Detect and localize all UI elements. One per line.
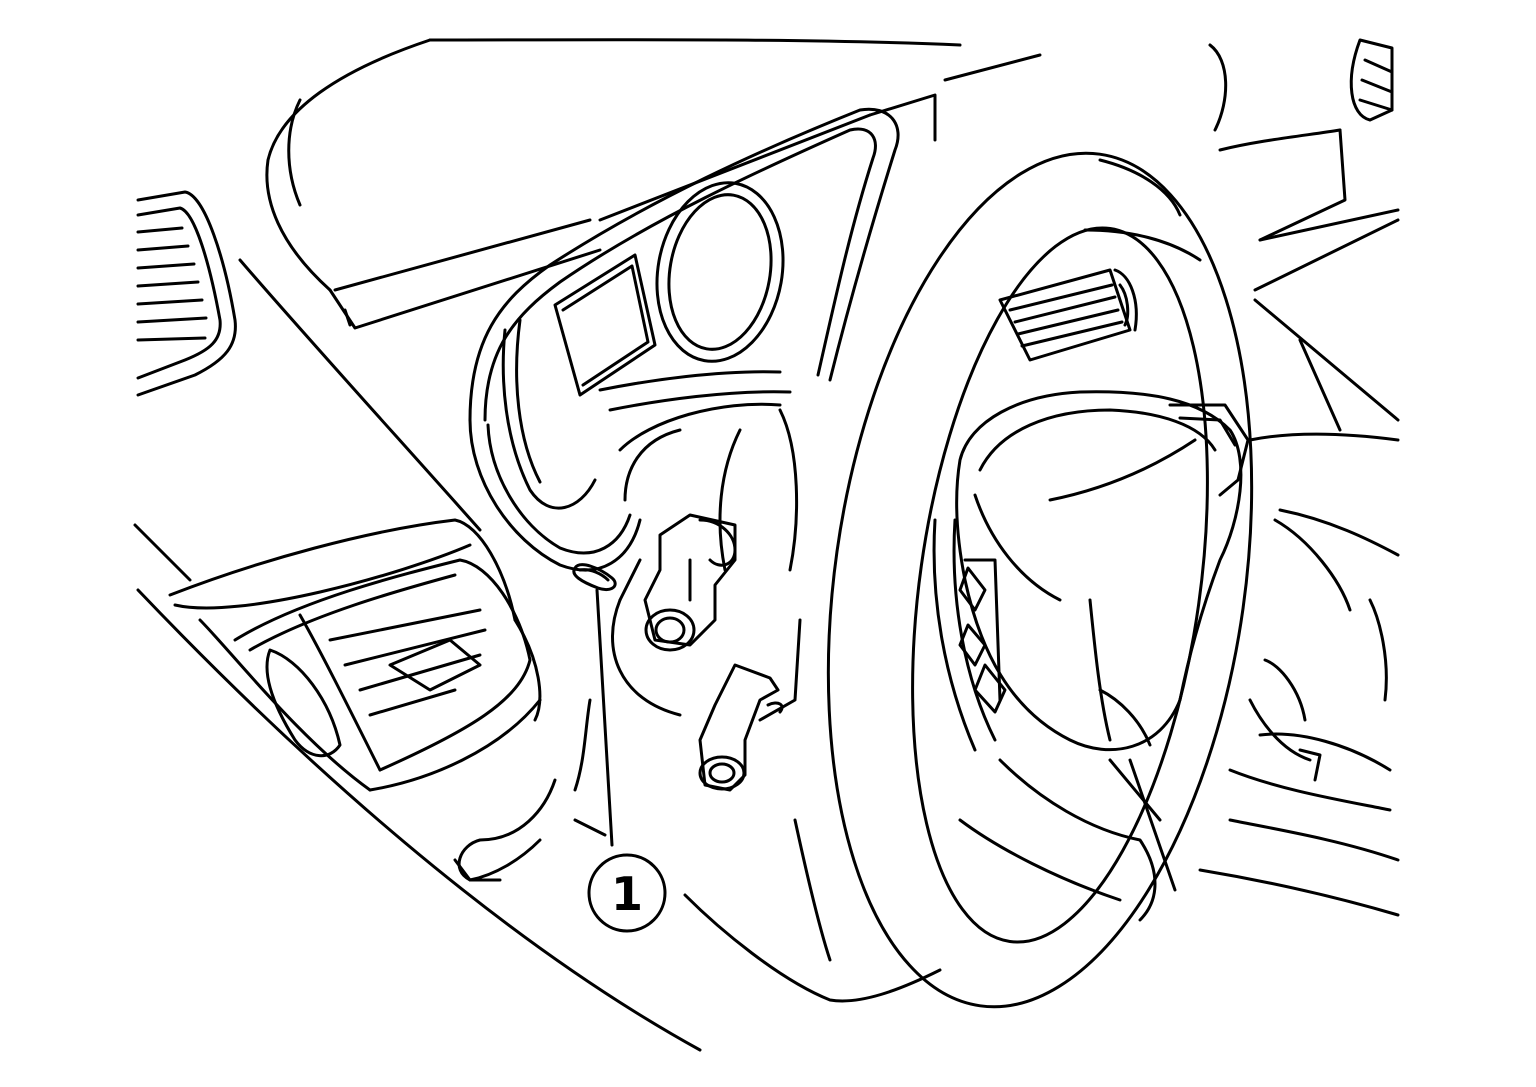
steering-column	[611, 402, 802, 722]
callout-1: 1	[587, 853, 667, 933]
right-console	[1198, 432, 1400, 917]
steering-wheel	[826, 151, 1254, 1009]
lower-left-trim	[453, 698, 607, 882]
dashboard-top-contour	[265, 38, 1228, 330]
left-air-vent	[136, 190, 237, 397]
column-cover	[683, 818, 942, 1003]
right-air-vent	[998, 268, 1138, 362]
center-air-vent	[168, 518, 542, 792]
dashboard-diagonal-edge	[133, 258, 702, 1052]
combination-switch-upper	[643, 513, 737, 652]
dash-switch-slot	[572, 563, 617, 592]
instrument-cluster	[468, 107, 900, 572]
callout-1-label: 1	[611, 867, 643, 921]
combination-switch-lower	[698, 663, 784, 792]
upper-right-panel	[1218, 38, 1400, 432]
callout-leader-line	[595, 588, 614, 847]
